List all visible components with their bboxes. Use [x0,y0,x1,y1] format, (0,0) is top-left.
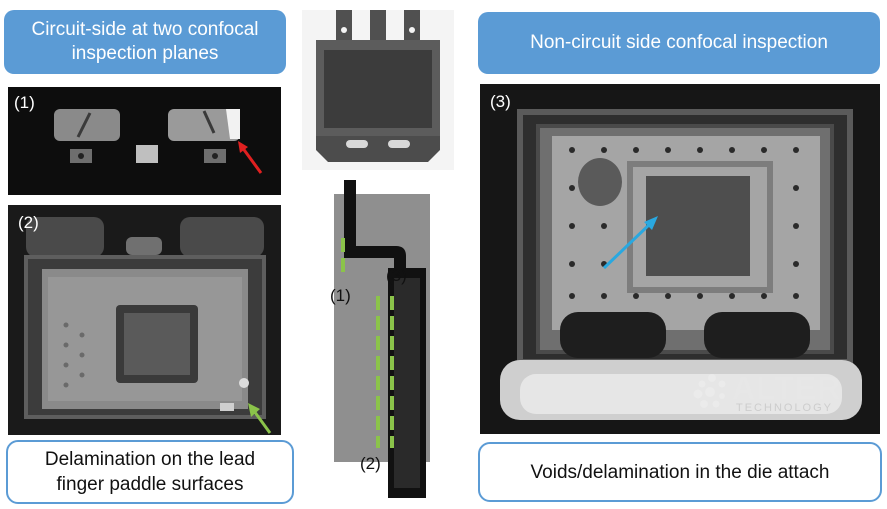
panel-1-drawing [8,87,281,195]
green-arrow [252,410,272,434]
alter-technology-logo: ALTER TECHNOLOGY [690,368,860,418]
left-title-box: Circuit-side at two confocal inspection … [4,10,286,74]
left-title: Circuit-side at two confocal inspection … [31,19,259,64]
middle-tag-1: (1) [330,286,351,305]
middle-tag-2: (2) [360,454,381,473]
panel-3-tag: (3) [490,92,511,111]
right-title: Non-circuit side confocal inspection [530,32,828,53]
left-caption: Delamination on the lead finger paddle s… [44,449,256,495]
panel-2-tag: (2) [18,213,39,232]
panel-2-image: (2) [8,205,281,435]
cross-section-image: (1) (3) (2) [326,178,466,498]
logo-sub: TECHNOLOGY [736,402,834,414]
panel-1-tag: (1) [14,93,35,112]
right-caption: Voids/delamination in the die attach [530,461,830,483]
panel-3-drawing [480,84,880,434]
xray-drawing [302,10,454,170]
xray-image [302,10,454,170]
middle-tag-3: (3) [386,266,407,285]
right-title-box: Non-circuit side confocal inspection [478,12,880,74]
logo-word: ALTER [732,370,842,406]
red-arrow [240,146,263,174]
left-caption-box: Delamination on the lead finger paddle s… [6,440,294,504]
blue-arrow [602,220,654,270]
logo-dots-icon [693,374,726,408]
right-caption-box: Voids/delamination in the die attach [478,442,882,502]
panel-1-image: (1) [8,87,281,195]
panel-3-image: (3) [480,84,880,434]
cross-section-drawing [326,178,466,498]
panel-2-drawing [8,205,281,435]
